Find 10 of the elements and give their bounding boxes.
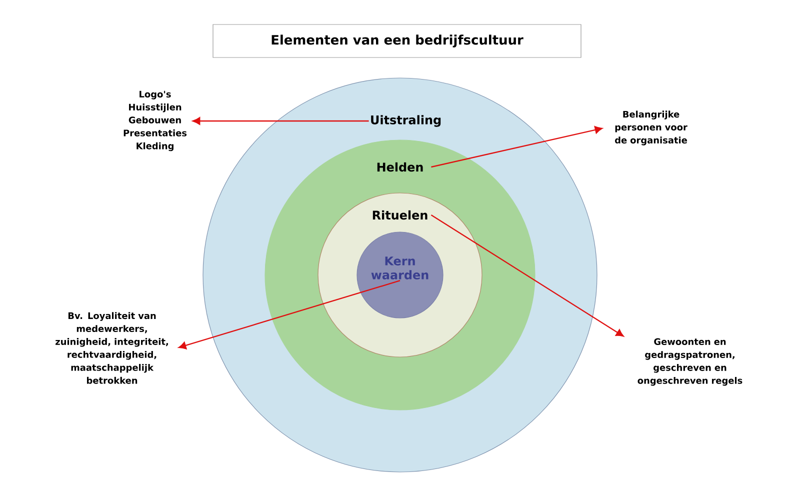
- note-text: Bv. Loyaliteit van medewerkers, zuinigheid, integriteit, rechtvaardigheid, maatschappelijk betrokken: [56, 312, 168, 384]
- note-text: Logo's Huisstijlen Gebouwen Presentaties Kleding: [124, 90, 187, 152]
- arrow: [431, 126, 603, 168]
- note-text: Gewoonten en gedragspatronen, geschreven en ongeschreven regels: [638, 338, 742, 386]
- arrow: [192, 117, 369, 125]
- arrow: [178, 280, 400, 350]
- title-box: Elementen van een bedrijfscultuur: [212, 24, 582, 58]
- ring: Kern waarden: [356, 232, 444, 318]
- arrow: [430, 214, 624, 337]
- note-text: Belangrijke personen voor de organisatie: [615, 110, 688, 146]
